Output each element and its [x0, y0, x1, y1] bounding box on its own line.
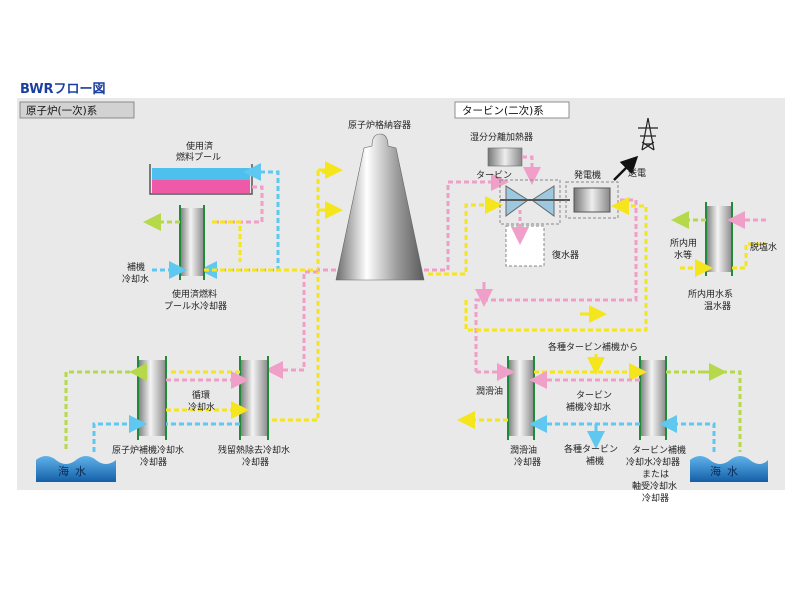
turbine-aux-cooler-label-4: 軸受冷却水 — [632, 480, 677, 492]
spent-fuel-pool-label-2: 燃料プール — [176, 151, 221, 163]
demineralized-water-label: 脱塩水 — [750, 241, 777, 253]
section-header-secondary — [454, 101, 570, 119]
rhr-cooler — [239, 356, 269, 440]
turbine-aux-cooler-label-2: 冷却水冷却器 — [626, 456, 680, 468]
rhr-cooler-label-1: 残留熱除去冷却水 — [218, 444, 290, 456]
circulating-water-label-2: 冷却水 — [188, 401, 215, 413]
aux-cooling-water-label-2: 冷却水 — [122, 273, 149, 285]
spent-fuel-pool — [149, 164, 253, 195]
pool-return-pipe — [212, 185, 264, 224]
turbine-aux-cooler — [639, 356, 667, 440]
condenser-yellow-in — [464, 197, 648, 332]
rhr-yellow-return — [272, 272, 320, 422]
feedwater-pipe-yellow — [428, 196, 503, 276]
pool-supply-pipe — [199, 170, 280, 279]
sea-left-in-pipe — [92, 415, 147, 452]
reactor-aux-cooler-label-1: 原子炉補機冷却水 — [112, 444, 184, 456]
station-water-heater-label-2: 温水器 — [704, 300, 731, 312]
station-water-label-2: 水等 — [674, 249, 692, 261]
sea-water-right-label: 海水 — [710, 464, 744, 478]
station-water-heater — [705, 202, 733, 276]
circulating-water-label-1: 循環 — [192, 389, 210, 401]
turbine-label: タービン — [476, 170, 512, 181]
transmission-label: 送電 — [628, 167, 646, 179]
turbine — [499, 179, 570, 225]
lube-oil-cooler-label-1: 潤滑油 — [510, 444, 537, 456]
transmission-arrow — [613, 155, 639, 181]
condenser-pink-out — [474, 198, 638, 372]
moisture-separator — [487, 147, 523, 167]
spent-fuel-pool-label-1: 使用済 — [186, 140, 213, 152]
reactor-aux-cooler-label-2: 冷却器 — [140, 456, 167, 468]
aux-cooling-water-label-1: 補機 — [127, 261, 145, 273]
diagram-title: BWRフロー図 — [20, 82, 106, 97]
lube-oil-cooler — [507, 356, 535, 440]
condenser-label: 復水器 — [552, 249, 579, 261]
lube-oil-label: 潤滑油 — [476, 385, 503, 397]
reactor-containment — [335, 133, 425, 281]
diagram-panel — [17, 98, 785, 490]
containment-label: 原子炉格納容器 — [348, 119, 411, 131]
turbine-aux-cooler-label-1: タービン補機 — [632, 444, 686, 456]
station-water-heater-label-1: 所内用水系 — [688, 288, 733, 300]
lube-oil-cooler-label-2: 冷却器 — [514, 456, 541, 468]
section-header-primary — [19, 101, 135, 119]
sea-right-in-pipe — [659, 415, 716, 452]
condenser — [505, 225, 545, 267]
from-turbine-aux-label: 各種タービン補機から — [548, 341, 638, 353]
station-water-yellow-out — [732, 242, 766, 270]
reactor-aux-cooler — [137, 356, 167, 440]
turbine-aux-cooling-water-label-1: タービン — [576, 390, 612, 401]
pool-water-cooler-label-1: 使用済燃料 — [172, 288, 217, 300]
rhr-cooler-label-2: 冷却器 — [242, 456, 269, 468]
generator — [565, 181, 619, 219]
sea-left-out-pipe — [64, 363, 147, 452]
separator-to-turbine — [522, 155, 541, 185]
moisture-separator-label: 湿分分離加熱器 — [470, 131, 533, 143]
section-label-secondary: タービン(二次)系 — [462, 104, 544, 117]
aux-yellow-out — [212, 220, 242, 262]
section-label-primary: 原子炉(一次)系 — [26, 104, 97, 117]
generator-label: 発電機 — [574, 169, 601, 181]
sea-right-out-pipe — [666, 370, 742, 452]
station-water-label-1: 所内用 — [670, 237, 697, 249]
pool-water-cooler — [179, 205, 205, 280]
turbine-aux-cooler-label-5: 冷却器 — [642, 492, 669, 504]
turbine-aux-cooler-label-3: または — [642, 469, 669, 480]
sea-water-left — [36, 456, 116, 482]
to-turbine-aux-label-1: 各種タービン — [564, 443, 618, 455]
transmission-tower-icon — [638, 117, 658, 151]
sea-water-right — [690, 456, 768, 482]
turbine-aux-cooling-water-label-2: 補機冷却水 — [566, 401, 611, 413]
to-turbine-aux-label-2: 補機 — [586, 455, 604, 467]
sea-water-left-label: 海水 — [58, 464, 92, 478]
pool-water-cooler-label-2: プール水冷却器 — [164, 300, 227, 312]
steam-pipe-pink — [424, 173, 509, 272]
